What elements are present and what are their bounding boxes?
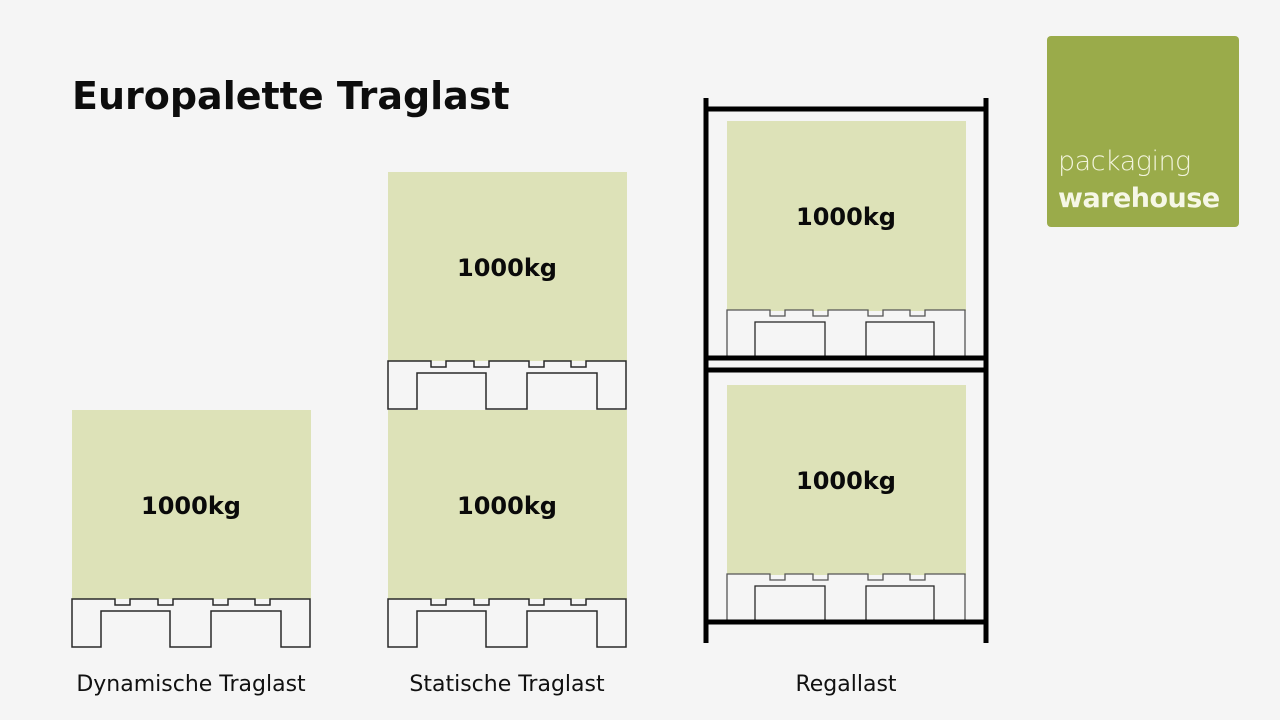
load-label-bottom: 1000kg — [457, 492, 557, 520]
column-static-load: 1000kg 1000kg — [387, 172, 627, 648]
load-box-lower — [727, 385, 966, 575]
caption-dynamic-load: Dynamische Traglast — [76, 672, 306, 697]
load-box-bottom — [388, 410, 627, 599]
load-label-upper: 1000kg — [796, 203, 896, 231]
rack-pallet-lower — [726, 573, 966, 623]
column-rack-load: 1000kg 1000kg — [703, 98, 989, 643]
load-label-top: 1000kg — [457, 254, 557, 282]
pallet-bottom — [387, 598, 627, 648]
load-label-lower: 1000kg — [796, 467, 896, 495]
caption-rack-load: Regallast — [795, 672, 897, 697]
load-label: 1000kg — [141, 492, 241, 520]
rack-frame — [703, 98, 989, 643]
load-box-upper — [727, 121, 966, 311]
pallet — [71, 598, 311, 648]
pallet-top — [387, 360, 627, 410]
logo-text-warehouse: warehouse — [1058, 183, 1220, 214]
load-box — [72, 410, 311, 599]
load-box-top — [388, 172, 627, 361]
page-title: Europalette Traglast — [72, 74, 510, 118]
caption-static-load: Statische Traglast — [409, 672, 605, 697]
packaging-warehouse-logo: packaging warehouse — [1047, 36, 1239, 227]
logo-text-packaging: packaging — [1058, 146, 1191, 177]
column-dynamic-load: 1000kg — [71, 410, 311, 648]
rack-pallet-upper — [726, 309, 966, 359]
